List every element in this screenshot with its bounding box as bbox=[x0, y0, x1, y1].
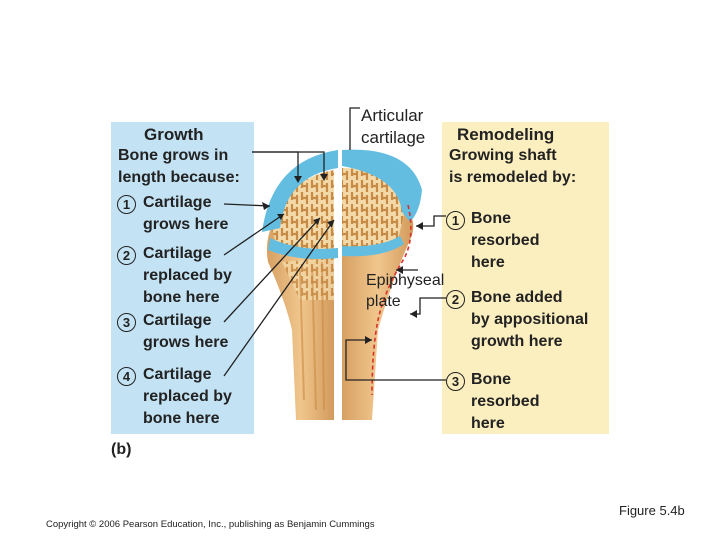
remodeling-step-1-line2: resorbed bbox=[471, 232, 540, 249]
growth-step-2-line3: bone here bbox=[143, 289, 220, 306]
arrowheads bbox=[262, 174, 423, 344]
copyright-text: Copyright © 2006 Pearson Education, Inc.… bbox=[46, 519, 375, 530]
growth-step-2-line2: replaced by bbox=[143, 267, 232, 284]
growth-step-1-number: 1 bbox=[117, 195, 136, 214]
remodeling-step-3-number: 3 bbox=[446, 372, 465, 391]
growth-intro-line1: Bone grows in bbox=[118, 147, 229, 164]
remodeling-intro-line2: is remodeled by: bbox=[449, 169, 577, 186]
growth-bone-half bbox=[262, 150, 338, 420]
growth-step-1-line1: Cartilage bbox=[143, 194, 212, 211]
remodeling-step-2-number: 2 bbox=[446, 290, 465, 309]
remodeling-intro-line1: Growing shaft bbox=[449, 147, 557, 164]
growth-step-3-number: 3 bbox=[117, 313, 136, 332]
remodeling-panel bbox=[442, 122, 609, 434]
remodeling-step-2-line1: Bone added bbox=[471, 289, 563, 306]
growth-step-2-line1: Cartilage bbox=[143, 245, 212, 262]
panel-b-label: (b) bbox=[111, 441, 132, 458]
remodeling-step-3-line2: resorbed bbox=[471, 393, 540, 410]
remodeling-step-3-line3: here bbox=[471, 415, 505, 432]
growth-step-4-number: 4 bbox=[117, 367, 136, 386]
growth-step-3-line2: grows here bbox=[143, 334, 229, 351]
growth-step-2-number: 2 bbox=[117, 246, 136, 265]
remodeling-step-3-line1: Bone bbox=[471, 371, 511, 388]
remodeling-step-2-line3: growth here bbox=[471, 333, 563, 350]
growth-step-1-line2: grows here bbox=[143, 216, 229, 233]
leader-lines bbox=[223, 107, 446, 381]
remodeling-step-1-line1: Bone bbox=[471, 210, 511, 227]
epiphyseal-plate-label-line2: plate bbox=[366, 293, 401, 310]
growth-step-4-line3: bone here bbox=[143, 410, 220, 427]
remodeling-step-1-line3: here bbox=[471, 254, 505, 271]
growth-step-3-line1: Cartilage bbox=[143, 312, 212, 329]
growth-step-4-line1: Cartilage bbox=[143, 366, 212, 383]
growth-panel bbox=[111, 122, 254, 434]
figure-label: Figure 5.4b bbox=[619, 503, 685, 518]
remodeling-title: Remodeling bbox=[457, 125, 555, 144]
growth-step-4-line2: replaced by bbox=[143, 388, 232, 405]
growth-intro-line2: length because: bbox=[118, 169, 240, 186]
remodeling-step-2-line2: by appositional bbox=[471, 311, 589, 328]
growth-title: Growth bbox=[144, 125, 204, 144]
articular-cartilage-label-line1: Articular bbox=[361, 106, 424, 125]
articular-cartilage-label-line2: cartilage bbox=[361, 128, 426, 147]
epiphyseal-plate-label-line1: Epiphyseal bbox=[366, 272, 445, 289]
remodeling-step-1-number: 1 bbox=[446, 211, 465, 230]
remodeling-bone-half bbox=[342, 149, 422, 420]
